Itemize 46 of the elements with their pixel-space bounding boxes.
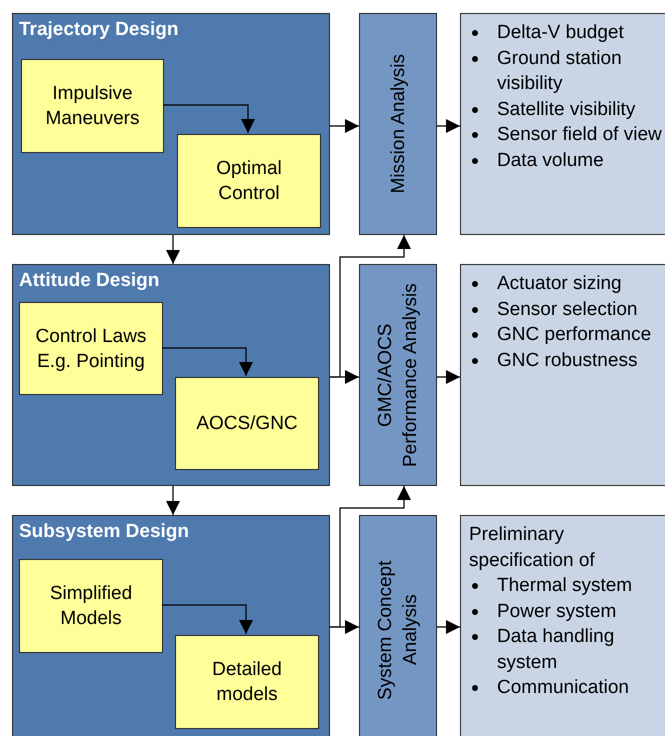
arrow (166, 235, 180, 264)
arrow (166, 486, 180, 515)
arrow (437, 119, 460, 133)
arrow (162, 604, 253, 634)
result-panel (460, 515, 665, 736)
analysis-label: GMC/AOCS Performance Analysis (374, 282, 422, 469)
arrow (330, 119, 359, 133)
result-panel (460, 13, 665, 235)
bullet-item: Ground station visibility (469, 46, 665, 96)
bullet-item: Data handling system (469, 624, 665, 675)
process-box: Optimal Control (177, 134, 321, 228)
arrow (330, 486, 411, 628)
result-panel (460, 264, 665, 486)
analysis-box (359, 264, 437, 486)
bullet-item: Data volume (469, 148, 665, 173)
arrow (437, 370, 460, 384)
bullet-item: Satellite visibility (469, 96, 665, 122)
arrow (330, 235, 411, 378)
process-box: Control Laws E.g. Pointing (19, 302, 163, 395)
bullet-item: GNC robustness (469, 348, 665, 373)
panel-heading: Subsystem Design (19, 521, 189, 543)
process-box: AOCS/GNC (175, 377, 319, 470)
bullet-item: Power system (469, 598, 665, 624)
process-box: Detailed models (175, 635, 319, 729)
analysis-box (359, 515, 437, 736)
bullet-item: GNC performance (469, 322, 665, 348)
bullet-item: Thermal system (469, 573, 665, 598)
bullet-item: Delta-V budget (469, 20, 665, 46)
bullet-item: Sensor field of view (469, 122, 665, 148)
group-panel (12, 264, 330, 486)
intro-text: Preliminary specification of (469, 523, 596, 572)
bullet-item: Communication (469, 675, 665, 700)
bullet-item: Actuator sizing (469, 271, 665, 296)
panel-heading: Trajectory Design (19, 19, 178, 41)
bullet-item: Sensor selection (469, 296, 665, 322)
arrow (163, 104, 255, 133)
arrow (162, 347, 253, 376)
analysis-label: System Concept Analysis (374, 559, 422, 702)
group-panel (12, 515, 330, 736)
analysis-label: Mission Analysis (386, 54, 410, 194)
group-panel (12, 13, 330, 235)
panel-heading: Attitude Design (19, 270, 160, 292)
process-box: Impulsive Maneuvers (21, 59, 164, 153)
analysis-box (359, 13, 437, 235)
process-box: Simplified Models (19, 559, 163, 653)
arrow (437, 620, 460, 634)
